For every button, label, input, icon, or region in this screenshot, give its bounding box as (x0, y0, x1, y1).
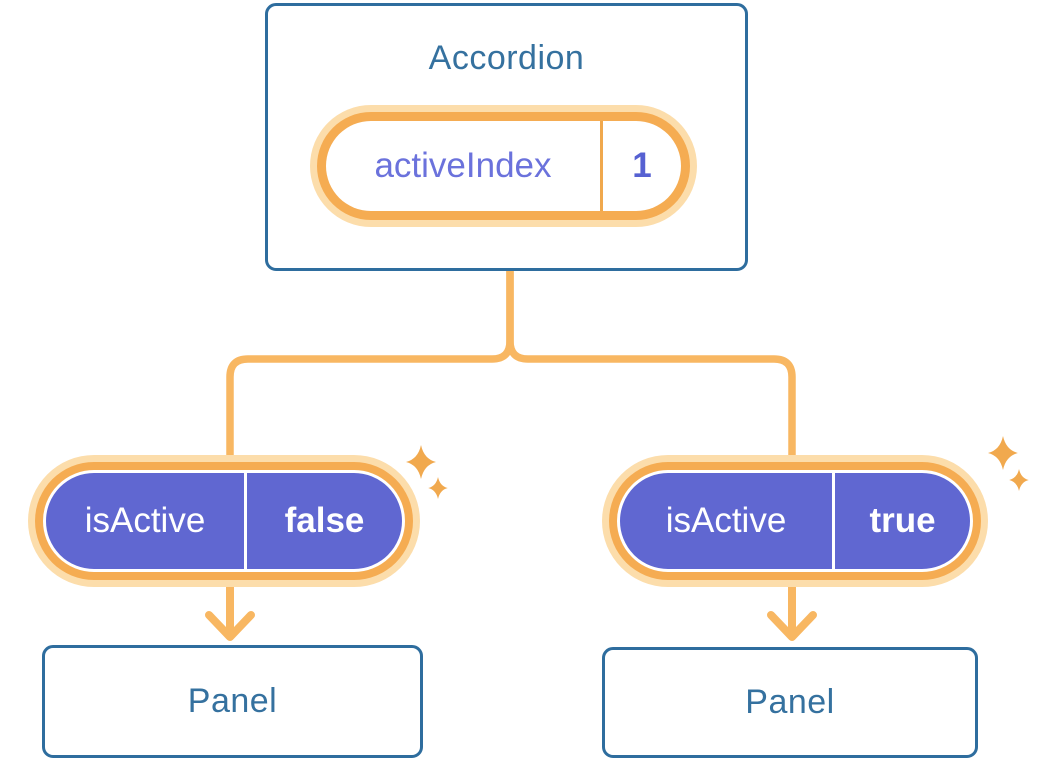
panel-node-title: Panel (187, 682, 278, 720)
prop-name-label: isActive (665, 501, 787, 540)
panel-node-left: Panel (42, 645, 423, 758)
connector-root-to-right-pill (506, 271, 796, 462)
state-pill-ring: activeIndex 1 (317, 112, 690, 220)
panel-node-title: Panel (745, 683, 835, 721)
sparkle-icon (406, 445, 448, 500)
prop-value-label: true (869, 501, 936, 540)
prop-pill-isactive-left: isActive false (28, 455, 420, 587)
accordion-node-title: Accordion (428, 39, 585, 77)
state-pill-divider (600, 121, 603, 211)
arrowhead-down-icon (205, 611, 255, 641)
prop-pill-body: isActive false (43, 470, 405, 572)
prop-pill-divider (832, 473, 835, 569)
sparkle-icon (988, 436, 1029, 492)
prop-pill-ring: isActive false (35, 462, 413, 580)
state-pill-activeindex: activeIndex 1 (310, 105, 697, 227)
state-name-label: activeIndex (374, 146, 552, 185)
panel-node-right: Panel (602, 647, 978, 758)
prop-name-label: isActive (84, 501, 206, 540)
state-value-label: 1 (632, 146, 652, 185)
arrowhead-down-icon (767, 611, 817, 641)
state-pill-body: activeIndex 1 (326, 121, 681, 211)
prop-pill-ring: isActive true (609, 462, 981, 580)
prop-value-label: false (284, 501, 365, 540)
prop-pill-divider (244, 473, 247, 569)
prop-pill-isactive-right: isActive true (602, 455, 988, 587)
connector-root-to-left-pill (226, 271, 514, 462)
prop-pill-body: isActive true (617, 470, 973, 572)
